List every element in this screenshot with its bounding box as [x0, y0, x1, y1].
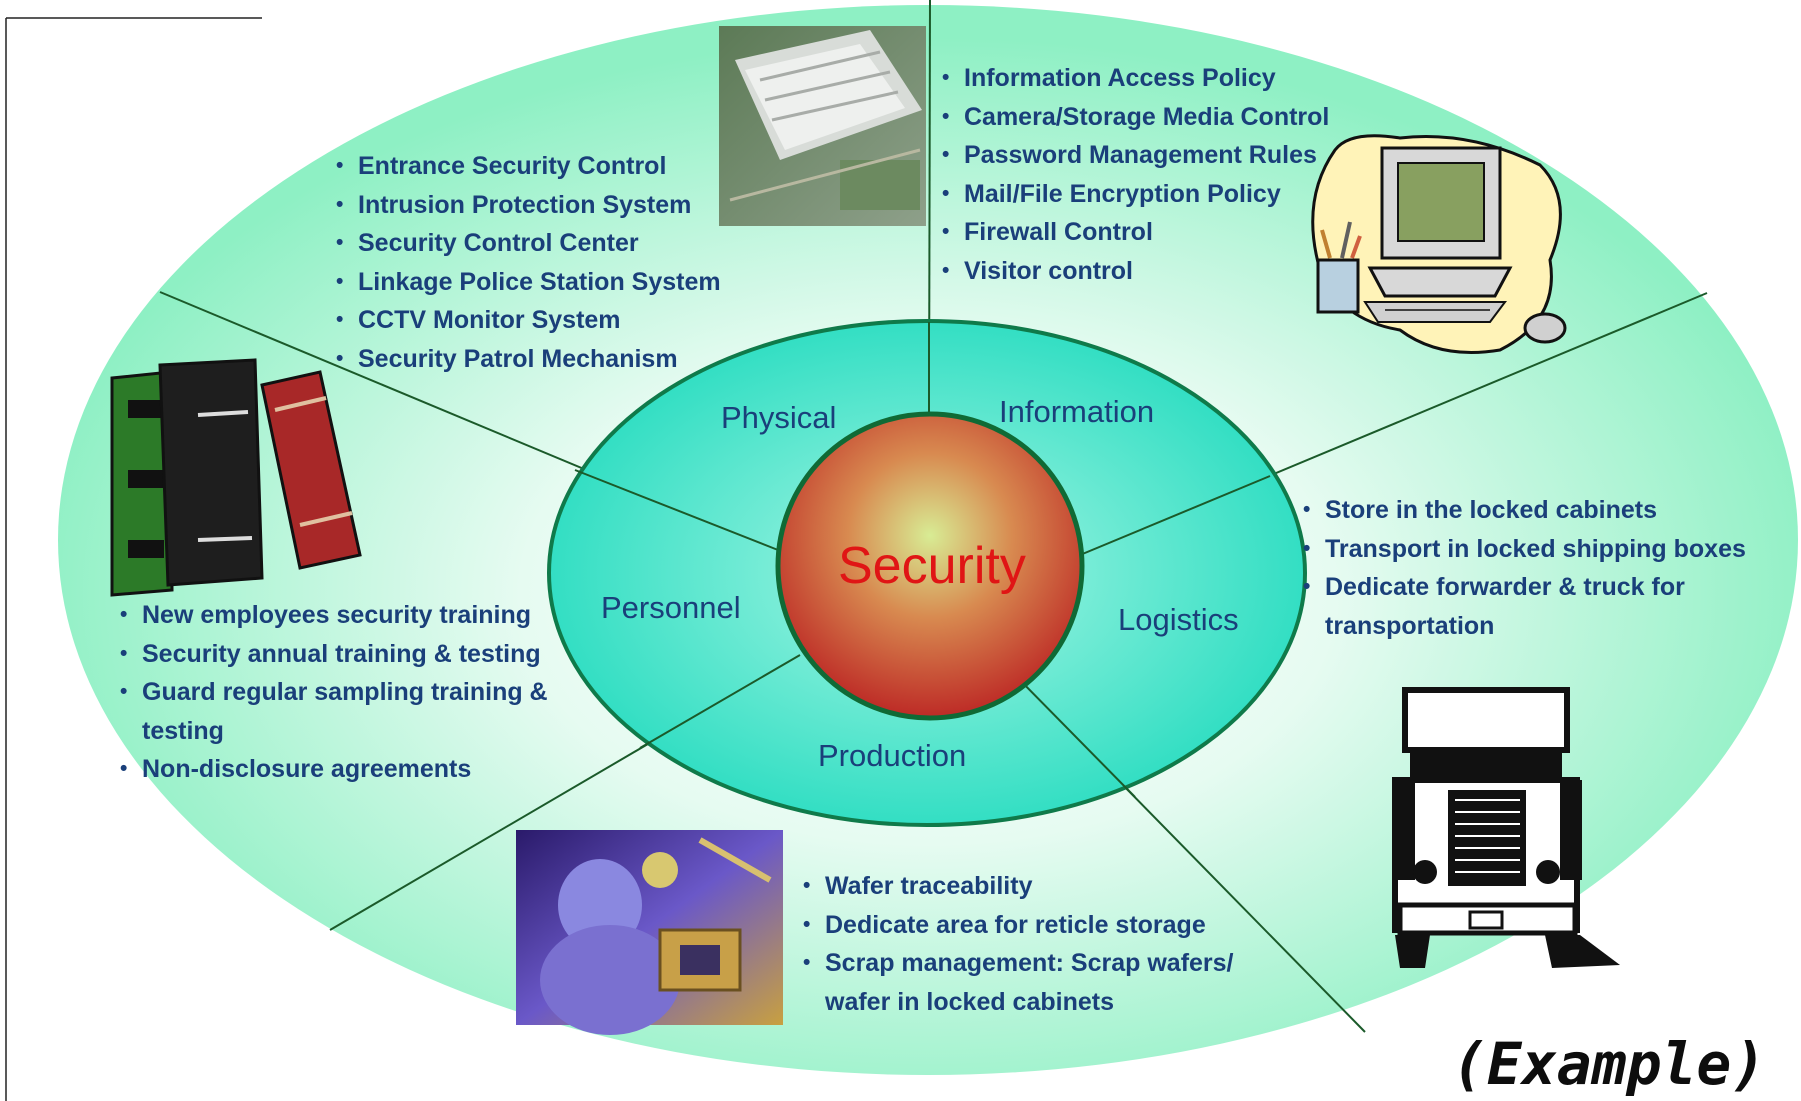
ring-divider-left [574, 469, 779, 551]
segment-label-logistics: Logistics [1118, 602, 1239, 637]
center-label: Security [838, 537, 1026, 595]
production-list: Wafer traceability Dedicate area for ret… [803, 867, 1273, 1021]
example-note: (Example) [1452, 1030, 1767, 1098]
list-item: Security annual training & testing [120, 635, 580, 674]
logistics-list: Store in the locked cabinets Transport i… [1303, 491, 1773, 645]
segment-label-production: Production [818, 738, 967, 773]
list-item: Mail/File Encryption Policy [942, 175, 1329, 214]
truck-icon [1392, 687, 1620, 968]
list-item: Dedicate forwarder & truck for transport… [1303, 568, 1773, 645]
list-item: Firewall Control [942, 213, 1329, 252]
list-item: Camera/Storage Media Control [942, 98, 1329, 137]
list-item: Information Access Policy [942, 59, 1329, 98]
list-item: Dedicate area for reticle storage [803, 906, 1273, 945]
ring-divider-right [1067, 475, 1271, 561]
list-item: Visitor control [942, 252, 1329, 291]
books-icon [110, 358, 362, 597]
information-list: Information Access Policy Camera/Storage… [942, 59, 1329, 290]
factory-building-photo [719, 26, 926, 226]
list-item: Non-disclosure agreements [120, 750, 580, 789]
segment-label-information: Information [999, 394, 1155, 429]
list-item: Intrusion Protection System [336, 186, 721, 225]
segment-label-physical: Physical [721, 400, 837, 435]
cleanroom-worker-photo [516, 830, 783, 1035]
computer-icon [1311, 134, 1567, 354]
ring-divider-bottom-right [1014, 674, 1136, 798]
segment-label-personnel: Personnel [601, 590, 741, 625]
list-item: Store in the locked cabinets [1303, 491, 1773, 530]
list-item: Linkage Police Station System [336, 263, 721, 302]
list-item: Scrap management: Scrap wafers/ wafer in… [803, 944, 1273, 1021]
list-item: Password Management Rules [942, 136, 1329, 175]
list-item: Security Control Center [336, 224, 721, 263]
list-item: Guard regular sampling training & testin… [120, 673, 580, 750]
physical-list: Entrance Security Control Intrusion Prot… [336, 147, 721, 378]
list-item: Entrance Security Control [336, 147, 721, 186]
ring-divider-bottom-left [639, 654, 801, 749]
list-item: Wafer traceability [803, 867, 1273, 906]
security-core [775, 411, 1085, 721]
list-item: Security Patrol Mechanism [336, 340, 721, 379]
list-item: CCTV Monitor System [336, 301, 721, 340]
personnel-list: New employees security training Security… [120, 596, 580, 789]
list-item: New employees security training [120, 596, 580, 635]
list-item: Transport in locked shipping boxes [1303, 530, 1773, 569]
